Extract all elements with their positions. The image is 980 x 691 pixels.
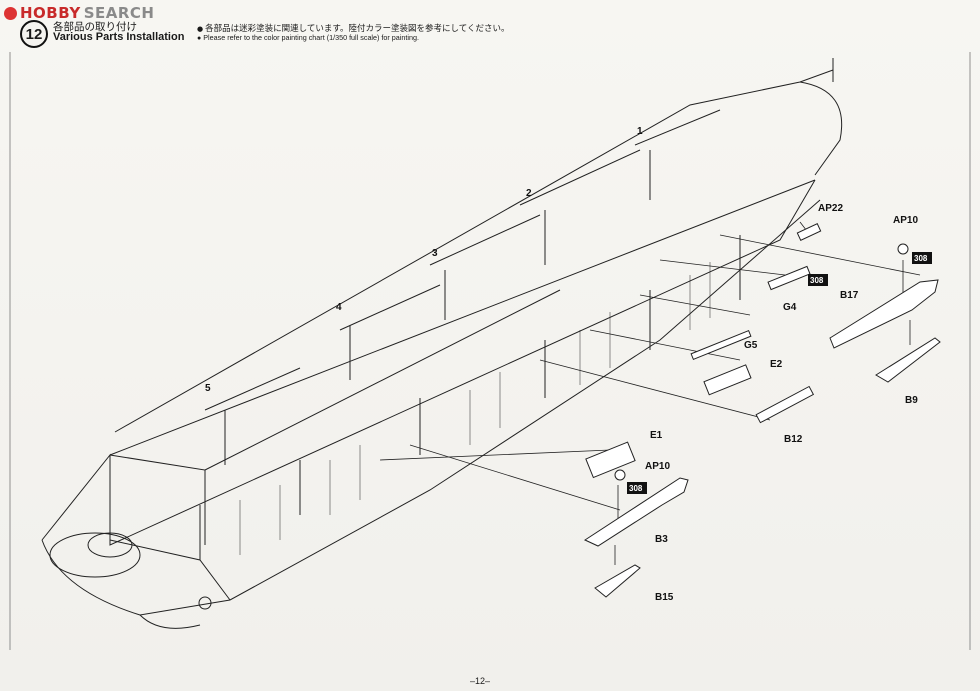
paint-code-top: 308 [914, 254, 928, 263]
ship-hull [41, 58, 843, 629]
label-b3: B3 [655, 534, 668, 545]
watermark-brand-2: SEARCH [83, 4, 155, 22]
part-shapes [583, 223, 941, 598]
leader-lines [379, 221, 921, 565]
step-number-badge: 12 [20, 20, 48, 48]
deck-number-2: 2 [526, 188, 532, 199]
part-b9-shape [875, 337, 941, 383]
part-g5-shape [690, 329, 752, 361]
label-e2: E2 [770, 359, 783, 370]
step-title-jp: 各部品の取り付け [53, 21, 137, 33]
part-b3-shape [583, 477, 689, 547]
label-ap10-bottom: AP10 [645, 461, 670, 472]
part-b17-shape [829, 279, 939, 349]
paint-code-bottom: 308 [629, 484, 643, 493]
part-ap22-shape [796, 223, 822, 241]
paint-code-g4: 308 [810, 276, 824, 285]
watermark-logo-icon [4, 6, 17, 20]
painting-note-jp: 各部品は迷彩塗装に関連しています。陸付カラー塗装図を参考にしてください。 [197, 22, 509, 34]
watermark-brand-1: HOBBY [20, 4, 81, 22]
label-b12: B12 [784, 434, 803, 445]
part-ap10-top-shape [897, 243, 909, 255]
deck-number-4: 4 [336, 302, 342, 313]
part-e1-shape [585, 441, 636, 479]
label-b9: B9 [905, 395, 918, 406]
part-labels: AP22 AP10 G4 B17 B9 G5 E2 B12 E1 AP10 B3… [645, 203, 918, 603]
label-b15: B15 [655, 592, 674, 603]
label-g4: G4 [783, 302, 797, 313]
paint-code-badge-g4 [808, 274, 828, 286]
deck-number-5: 5 [205, 383, 211, 394]
deck-number-3: 3 [432, 248, 438, 259]
part-e2-shape [703, 364, 752, 396]
label-ap10-top: AP10 [893, 215, 918, 226]
label-ap22: AP22 [818, 203, 843, 214]
hobby-search-watermark: HOBBY SEARCH [4, 4, 155, 22]
part-b12-shape [755, 385, 815, 424]
part-b15-shape [594, 564, 641, 598]
part-ap10-bottom-shape [614, 469, 626, 481]
deck-number-1: 1 [637, 126, 643, 137]
painting-note-en: Please refer to the color painting chart… [197, 33, 419, 42]
part-g4-shape [767, 265, 811, 291]
paint-code-badge-bottom [627, 482, 647, 494]
paint-code-badge-top [912, 252, 932, 264]
paint-code-badges: 308 308 308 [627, 252, 932, 494]
page-number: –12– [470, 676, 491, 686]
step-title-en: Various Parts Installation [53, 31, 185, 43]
label-b17: B17 [840, 290, 859, 301]
label-e1: E1 [650, 430, 663, 441]
label-g5: G5 [744, 340, 758, 351]
